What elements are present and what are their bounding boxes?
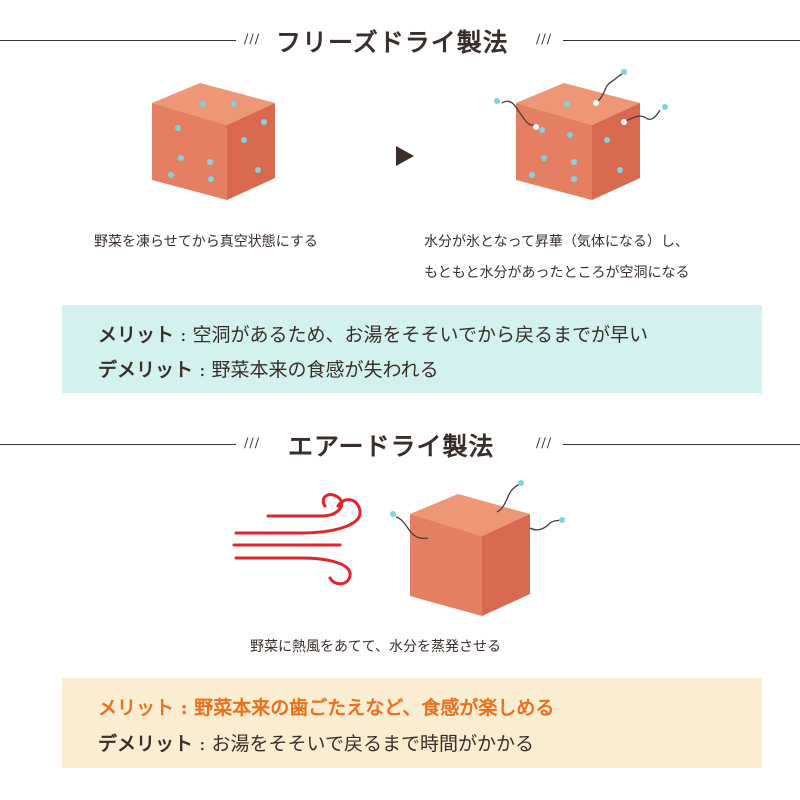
slash-decoration-right: /// <box>536 32 553 47</box>
caption-freeze-right-1: 水分が氷となって昇華（気体になる）し、 <box>424 234 689 250</box>
demerit-line: デメリット : 野菜本来の食感が失われる <box>98 355 439 382</box>
cube-right-face <box>227 103 275 200</box>
cube-right-face <box>482 514 530 616</box>
cube-top-face <box>516 83 640 125</box>
merit-label: メリット <box>98 697 175 719</box>
merit-label: メリット <box>98 324 175 346</box>
section-divider-right <box>563 40 800 41</box>
demerit-label: デメリット <box>98 359 194 381</box>
merit-text: 空洞があるため、お湯をそそいでから戻るまでが早い <box>192 324 648 346</box>
cube-top-face <box>410 494 530 536</box>
vapor-lines <box>395 483 562 539</box>
demerit-text: 野菜本来の食感が失われる <box>211 359 439 381</box>
demerit-separator: : <box>199 733 206 755</box>
ice-dots <box>529 101 623 182</box>
ice-dots <box>168 101 267 182</box>
demerit-label: デメリット <box>98 733 194 755</box>
merit-separator: : <box>180 697 188 719</box>
section-divider-left <box>0 444 236 445</box>
caption-air: 野菜に熱風をあてて、水分を蒸発させる <box>250 639 502 655</box>
merit-separator: : <box>180 324 187 346</box>
merit-text: 野菜本来の歯ごたえなど、食感が楽しめる <box>194 697 555 719</box>
hollow-dots <box>533 100 627 130</box>
vapor-dots <box>494 69 668 110</box>
demerit-separator: : <box>199 359 206 381</box>
merit-line: メリット : 空洞があるため、お湯をそそいでから戻るまでが早い <box>98 320 648 347</box>
slash-decoration-right: /// <box>536 436 553 451</box>
section-divider-right <box>563 444 800 445</box>
section-title-air: エアードライ製法 <box>288 432 495 461</box>
slash-decoration-left: /// <box>244 32 261 47</box>
vapor-dots <box>390 480 565 523</box>
cube-right-face <box>592 103 640 200</box>
section-title-freeze: フリーズドライ製法 <box>276 28 509 57</box>
caption-freeze-right-2: もともと水分があったところが空洞になる <box>424 265 690 281</box>
vapor-lines <box>501 73 661 126</box>
cube-left-face <box>410 514 482 616</box>
caption-freeze-left: 野菜を凍らせてから真空状態にする <box>94 234 318 250</box>
cube-top-face <box>152 83 275 125</box>
demerit-line: デメリット : お湯をそそいで戻るまで時間がかかる <box>98 729 534 756</box>
merit-line: メリット : 野菜本来の歯ごたえなど、食感が楽しめる <box>98 693 554 720</box>
section-divider-left <box>0 40 236 41</box>
demerit-text: お湯をそそいで戻るまで時間がかかる <box>211 733 534 755</box>
slash-decoration-left: /// <box>244 436 261 451</box>
air-info-box: メリット : 野菜本来の歯ごたえなど、食感が楽しめる デメリット : お湯をそそ… <box>62 678 762 768</box>
freeze-info-box: メリット : 空洞があるため、お湯をそそいでから戻るまでが早い デメリット : … <box>62 305 762 393</box>
